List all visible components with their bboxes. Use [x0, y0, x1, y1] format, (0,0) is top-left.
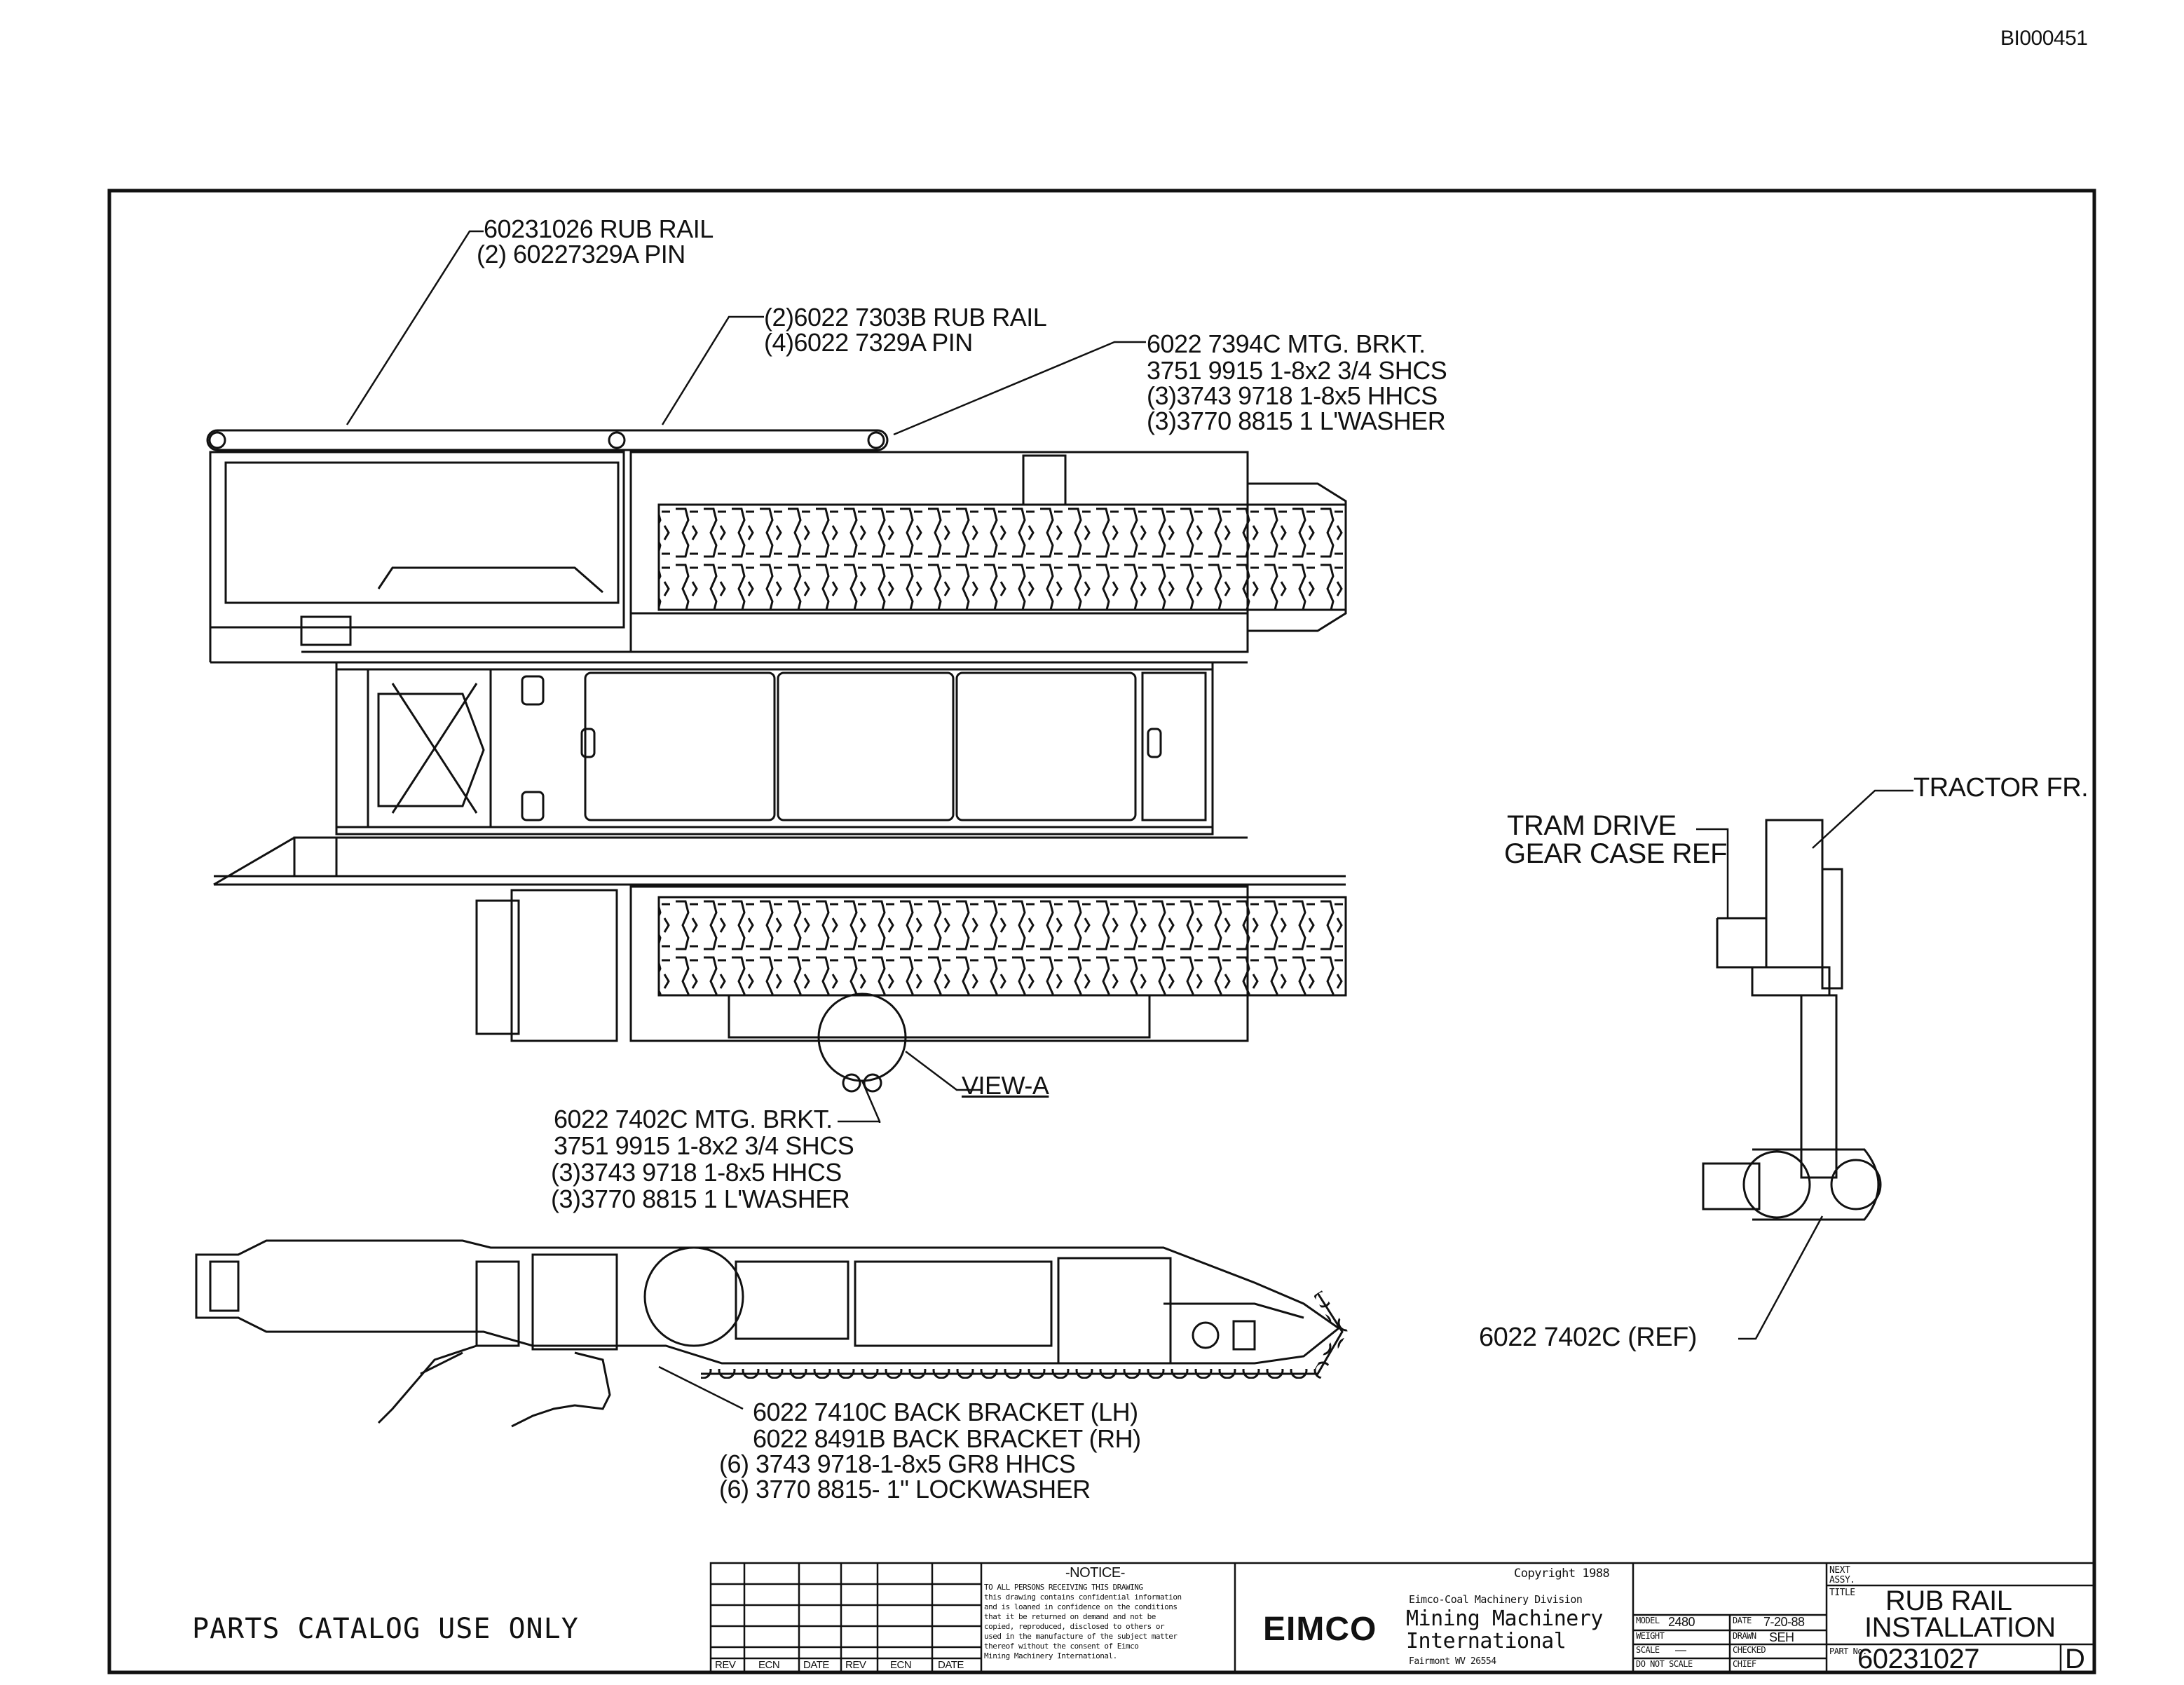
callout-line: 3751 9915 1-8x2 3/4 SHCS — [554, 1131, 854, 1160]
scale-label: SCALE — [1636, 1645, 1660, 1655]
copyright: Copyright 1988 — [1514, 1567, 1610, 1581]
rev-header: REV — [845, 1659, 866, 1671]
chief-label: CHIEF — [1733, 1659, 1756, 1669]
title-label: TITLE — [1829, 1588, 1855, 1598]
scale-value: — — [1675, 1644, 1686, 1656]
model-value: 2480 — [1668, 1615, 1695, 1629]
callout-line: 60231026 RUB RAIL — [484, 214, 714, 243]
side-view — [195, 1239, 1349, 1428]
notice-line: and is loaned in confidence on the condi… — [984, 1602, 1178, 1611]
model-label: MODEL — [1636, 1616, 1660, 1625]
ref-part-label: 6022 7402C (REF) — [1479, 1323, 1697, 1352]
part-number: 60231027 — [1857, 1644, 1979, 1674]
view-a-label: VIEW-A — [962, 1071, 1049, 1100]
address: Fairmont WV 26554 — [1409, 1656, 1496, 1667]
notice-line: TO ALL PERSONS RECEIVING THIS DRAWING — [984, 1583, 1143, 1592]
division-line: Eimco-Coal Machinery Division — [1409, 1593, 1583, 1606]
callout-line: (6) 3770 8815- 1" LOCKWASHER — [719, 1475, 1091, 1503]
callout-line: (2) 60227329A PIN — [477, 240, 685, 268]
weight-label: WEIGHT — [1636, 1631, 1665, 1641]
callout-line: (2)6022 7303B RUB RAIL — [764, 303, 1047, 332]
notice-line: copied, reproduced, disclosed to others … — [984, 1622, 1165, 1631]
callout-line: (3)3770 8815 1 L'WASHER — [1147, 407, 1446, 435]
ecn-header: ECN — [758, 1659, 780, 1671]
date-label: DATE — [1733, 1616, 1752, 1625]
checked-label: CHECKED — [1733, 1645, 1766, 1655]
part-no-label: PART No. — [1829, 1646, 1867, 1656]
title-block-grid — [709, 1562, 2096, 1674]
date-header: DATE — [938, 1659, 964, 1671]
callout-line: 6022 7402C MTG. BRKT. — [554, 1105, 833, 1133]
callout-line: (6) 3743 9718-1-8x5 GR8 HHCS — [719, 1449, 1076, 1478]
tractor-frame-label: TRACTOR FR. — [1913, 773, 2089, 803]
company-logo: EIMCO — [1263, 1611, 1377, 1648]
callout-line: 6022 7394C MTG. BRKT. — [1147, 329, 1426, 358]
rev-header: REV — [715, 1659, 736, 1671]
drawing-title: INSTALLATION — [1864, 1612, 2056, 1643]
do-not-scale-label: DO NOT SCALE — [1636, 1659, 1693, 1669]
notice-title: -NOTICE- — [1065, 1565, 1125, 1581]
date-header: DATE — [803, 1659, 829, 1671]
parts-catalog-label: PARTS CATALOG USE ONLY — [192, 1613, 579, 1645]
callout-line: TRAM DRIVE — [1507, 810, 1677, 841]
callout-line: GEAR CASE REF — [1504, 838, 1728, 869]
document-id: BI000451 — [2000, 27, 2088, 50]
callout-line: 6022 7410C BACK BRACKET (LH) — [753, 1398, 1138, 1426]
next-assy-label: NEXT ASSY. — [1829, 1565, 1855, 1585]
view-a-detail — [1702, 819, 1882, 1221]
notice-line: Mining Machinery International. — [984, 1651, 1117, 1660]
notice-line: this drawing contains confidential infor… — [984, 1592, 1182, 1602]
callout-line: 6022 8491B BACK BRACKET (RH) — [753, 1424, 1141, 1453]
callout-line: (3)3743 9718 1-8x5 HHCS — [551, 1158, 842, 1187]
revision-letter: D — [2065, 1644, 2085, 1674]
drawn-value: SEH — [1769, 1630, 1794, 1644]
company-line: International — [1406, 1629, 1567, 1653]
company-line: Mining Machinery — [1406, 1606, 1603, 1631]
notice-line: that it be returned on demand and not be — [984, 1612, 1156, 1621]
drawn-label: DRAWN — [1733, 1631, 1756, 1641]
callout-line: 3751 9915 1-8x2 3/4 SHCS — [1147, 356, 1447, 385]
callout-line: (4)6022 7329A PIN — [764, 328, 973, 357]
callout-line: (3)3770 8815 1 L'WASHER — [551, 1185, 850, 1213]
ecn-header: ECN — [890, 1659, 912, 1671]
plan-view — [206, 429, 1347, 1093]
notice-line: used in the manufacture of the subject m… — [984, 1632, 1178, 1641]
callout-line: (3)3743 9718 1-8x5 HHCS — [1147, 381, 1438, 410]
notice-line: thereof without the consent of Eimco — [984, 1642, 1139, 1651]
drawing-title: RUB RAIL — [1885, 1585, 2012, 1616]
date-value: 7-20-88 — [1763, 1615, 1805, 1629]
leader-lines — [346, 230, 1913, 1410]
